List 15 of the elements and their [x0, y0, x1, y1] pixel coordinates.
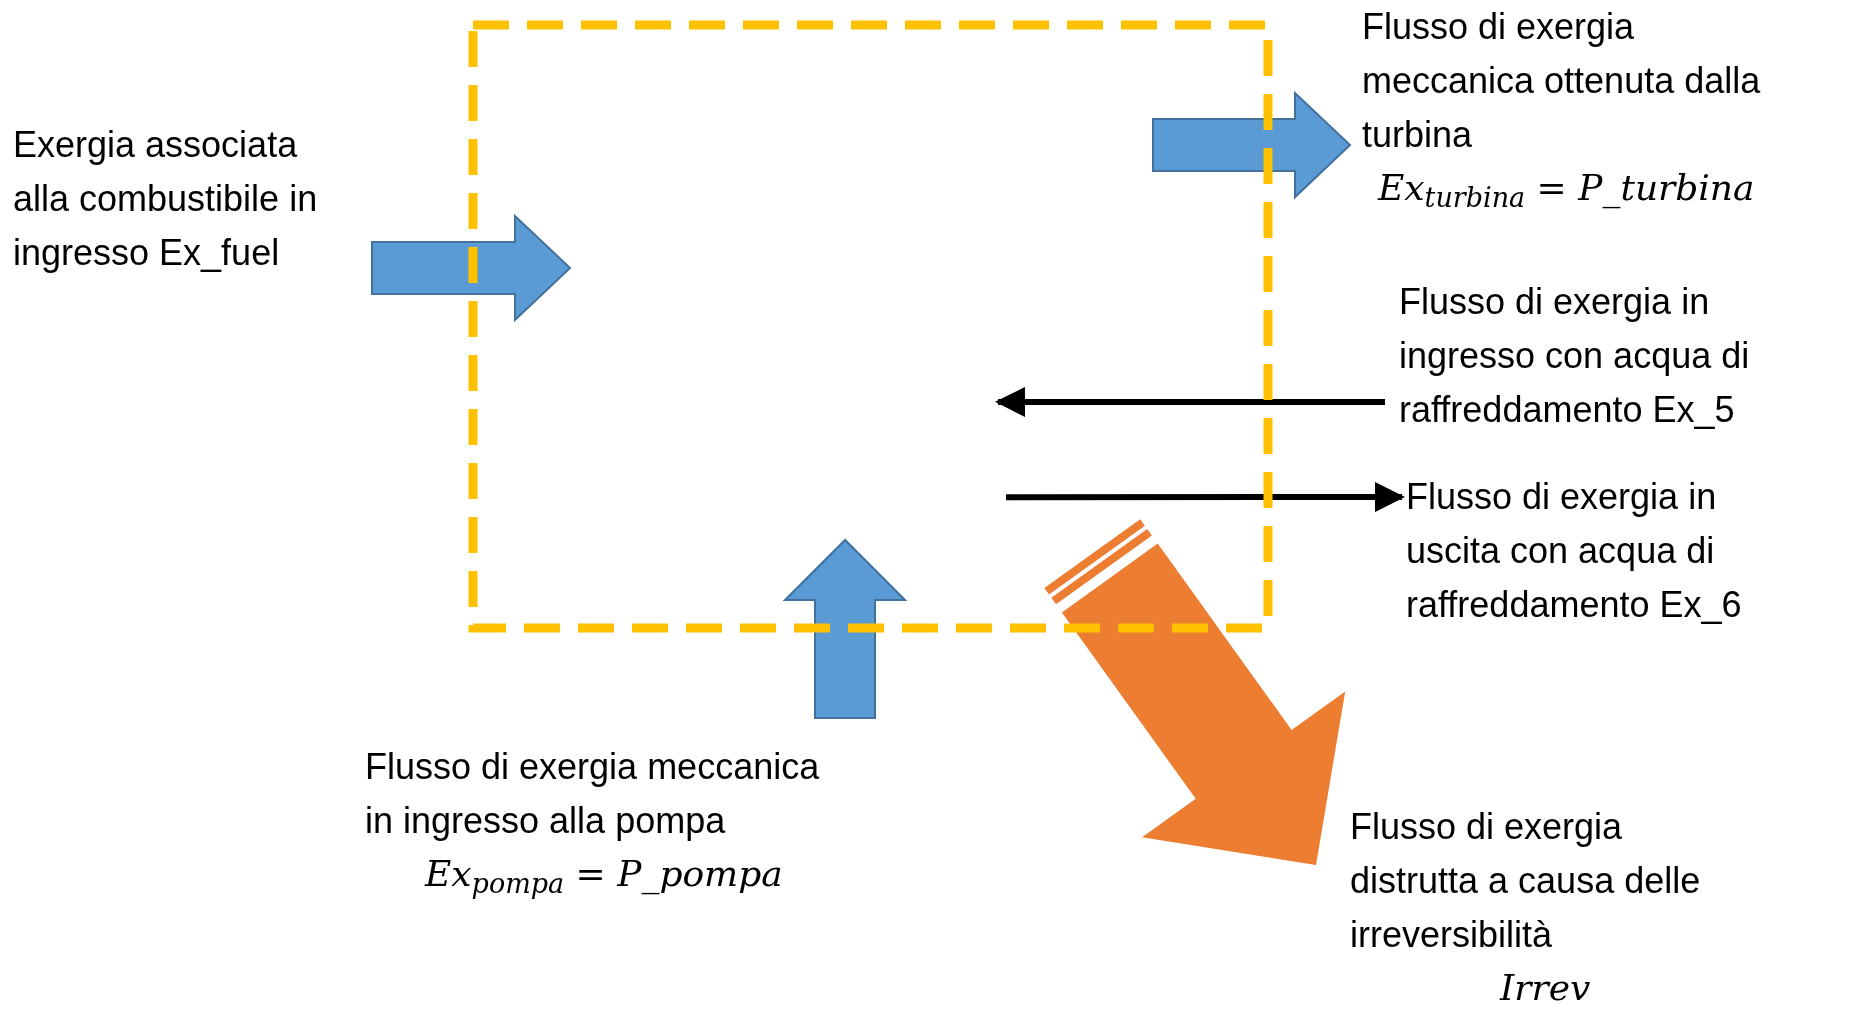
description-text: Exergia associata alla combustibile in ingresso Ex_fuel — [13, 123, 319, 275]
description-text: Flusso di exergia meccanica in ingresso alla pompa — [365, 745, 821, 843]
description-text: Flusso di exergia in ingresso con acqua di raffreddamento Ex_5 — [1399, 280, 1751, 432]
formula-text: Ex$_{turbina}$ = P_turbina — [1378, 166, 1755, 214]
formula-text: Ex$_{pompa}$ = P_pompa — [425, 852, 783, 900]
arrow — [1006, 482, 1405, 513]
description-text: Flusso di exergia in uscita con acqua di raffreddamento Ex_6 — [1406, 475, 1743, 627]
block-arrow — [1044, 519, 1346, 866]
description-text: Flusso di exergia distrutta a causa delle irreversibilità — [1350, 805, 1702, 957]
block-arrow — [371, 213, 572, 323]
formula-text: Irrev — [1500, 966, 1591, 1010]
arrow — [995, 386, 1385, 417]
description-text: Flusso di exergia meccanica ottenuta dalla turbina — [1362, 5, 1762, 157]
block-arrow — [782, 538, 908, 719]
block-arrow — [1152, 90, 1352, 200]
